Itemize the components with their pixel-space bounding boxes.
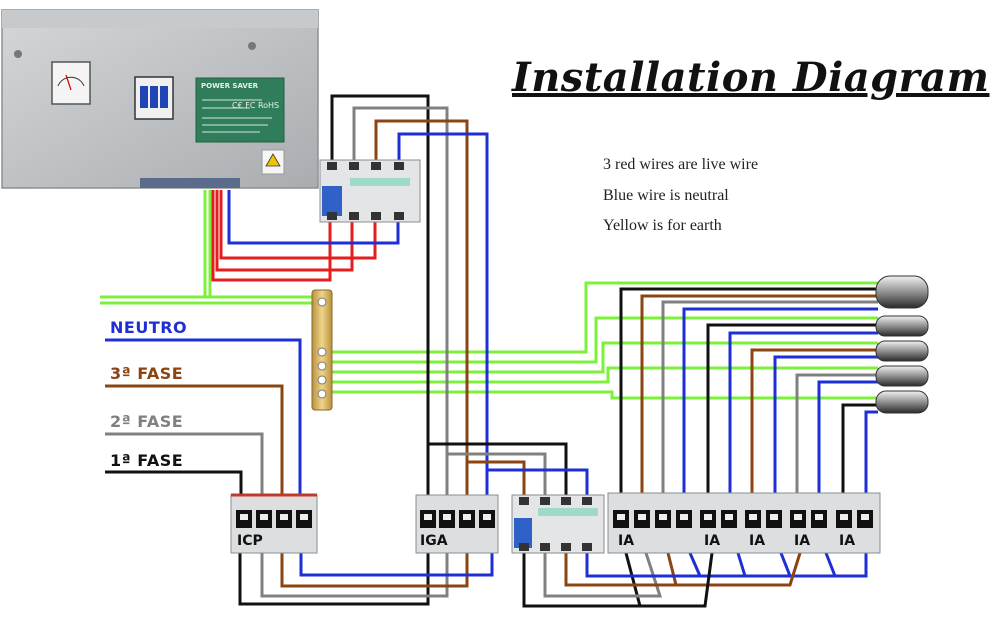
rcd-ia-neutral-bus bbox=[585, 553, 868, 578]
warning-icon bbox=[265, 153, 281, 167]
neutral-wire-enclosure bbox=[227, 190, 400, 245]
iga-label: IGA bbox=[420, 533, 448, 549]
ia-neutral-tap bbox=[688, 552, 702, 577]
ia-breaker-row bbox=[607, 492, 881, 554]
ia2-live-out bbox=[706, 323, 878, 497]
ia2-neutral-out bbox=[728, 331, 878, 497]
earth-bar bbox=[311, 289, 333, 411]
cable-end-icon bbox=[875, 315, 929, 337]
page-title: Installation Diagram bbox=[512, 54, 990, 101]
ia4-live-out bbox=[795, 373, 878, 497]
enclosure-lid bbox=[2, 10, 318, 28]
terminal-screw-icon bbox=[317, 361, 327, 371]
cable-end-icon bbox=[875, 275, 929, 309]
ia-label-5: IA bbox=[839, 533, 856, 549]
rcd-ia-l1 bbox=[522, 552, 642, 608]
ia-neutral-tap bbox=[779, 552, 792, 577]
ia4-neutral-out bbox=[817, 380, 878, 497]
note-neutral: Blue wire is neutral bbox=[603, 187, 729, 204]
cable-ends bbox=[875, 275, 929, 414]
icp-label: ICP bbox=[237, 533, 263, 549]
breaker-pole bbox=[150, 86, 158, 108]
ia3-live-out bbox=[750, 348, 878, 497]
breaker-pole bbox=[160, 86, 168, 108]
voltmeter-needle bbox=[65, 74, 72, 91]
neutro-supply bbox=[105, 338, 302, 497]
terminal-screw-icon bbox=[317, 347, 327, 357]
iga-breaker bbox=[415, 494, 499, 554]
note-live: 3 red wires are live wire bbox=[603, 156, 759, 173]
icp-iga-n bbox=[299, 553, 494, 577]
earth-wire-4 bbox=[330, 366, 878, 384]
ia-label-3: IA bbox=[749, 533, 766, 549]
cable-end-icon bbox=[875, 365, 929, 387]
note-earth: Yellow is for earth bbox=[603, 217, 722, 234]
breaker-pole bbox=[140, 86, 148, 108]
fase3-supply bbox=[105, 384, 284, 497]
ia-label-4: IA bbox=[794, 533, 811, 549]
ia3-neutral-out bbox=[773, 355, 878, 497]
voltmeter-icon bbox=[51, 61, 91, 105]
neutral-feed bbox=[397, 132, 489, 497]
cable-end-icon bbox=[875, 340, 929, 362]
plate-text-lines bbox=[202, 99, 272, 133]
rcd-ia-l3 bbox=[564, 552, 678, 587]
voltmeter-scale bbox=[57, 76, 85, 87]
cable-end-icon bbox=[875, 390, 929, 414]
rcd-module-bottom bbox=[511, 494, 605, 554]
ia1-l2-out bbox=[640, 294, 878, 497]
plate-marks: C€ FC RoHS bbox=[232, 101, 280, 110]
rcd-toggle bbox=[514, 518, 532, 548]
phase2-feed bbox=[352, 106, 449, 497]
ia1-live-out bbox=[619, 287, 878, 497]
ia-phase-link bbox=[676, 552, 802, 587]
ia5-live-out bbox=[841, 403, 878, 497]
terminal-screw-icon bbox=[317, 297, 327, 307]
ia-label-2: IA bbox=[704, 533, 721, 549]
ia1-neutral-out bbox=[682, 307, 878, 497]
label-fase2: 2ª FASE bbox=[110, 412, 184, 431]
screw-icon bbox=[248, 42, 256, 50]
ia5-neutral-out bbox=[864, 410, 878, 497]
ia-label-1: IA bbox=[618, 533, 635, 549]
ia-neutral-tap bbox=[736, 552, 747, 577]
phase1-feed bbox=[330, 94, 430, 497]
earth-wire-1 bbox=[330, 281, 878, 354]
live-wire-2 bbox=[215, 190, 354, 272]
screw-icon bbox=[14, 50, 22, 58]
live-wire-1 bbox=[211, 190, 332, 282]
iga-rcd-n bbox=[485, 468, 589, 497]
rcd-label-strip bbox=[538, 508, 598, 516]
label-fase3: 3ª FASE bbox=[110, 364, 184, 383]
terminal-screw-icon bbox=[317, 389, 327, 399]
label-fase1: 1ª FASE bbox=[110, 451, 184, 470]
iga-rcd-l2 bbox=[445, 452, 547, 497]
live-wire-3 bbox=[219, 190, 377, 260]
ia-rail bbox=[607, 492, 881, 554]
fase2-supply bbox=[105, 432, 264, 497]
ia1-l3-out bbox=[661, 300, 878, 497]
plate-heading: POWER SAVER bbox=[201, 82, 258, 90]
iga-rcd-l3 bbox=[465, 460, 526, 497]
cable-gland bbox=[140, 178, 240, 188]
label-neutro: NEUTRO bbox=[110, 318, 188, 337]
ia-phase-link bbox=[640, 552, 714, 608]
live-wires bbox=[211, 190, 377, 282]
power-saver-enclosure bbox=[1, 9, 319, 189]
icp-iga-l1 bbox=[238, 553, 430, 606]
earth-wire-5 bbox=[330, 390, 878, 400]
rcd-toggle bbox=[322, 186, 342, 216]
icp-breaker bbox=[230, 493, 318, 554]
earth-wire-2 bbox=[330, 316, 878, 364]
info-plate bbox=[195, 77, 285, 143]
rcd-module-top bbox=[319, 159, 421, 223]
rcd-label-strip bbox=[350, 178, 410, 186]
wiring bbox=[100, 94, 878, 608]
ia-neutral-tap bbox=[824, 552, 837, 577]
icp-iga-l3 bbox=[280, 553, 469, 588]
phase3-feed bbox=[374, 119, 469, 497]
terminal-screw-icon bbox=[317, 375, 327, 385]
fase1-supply bbox=[105, 470, 243, 497]
